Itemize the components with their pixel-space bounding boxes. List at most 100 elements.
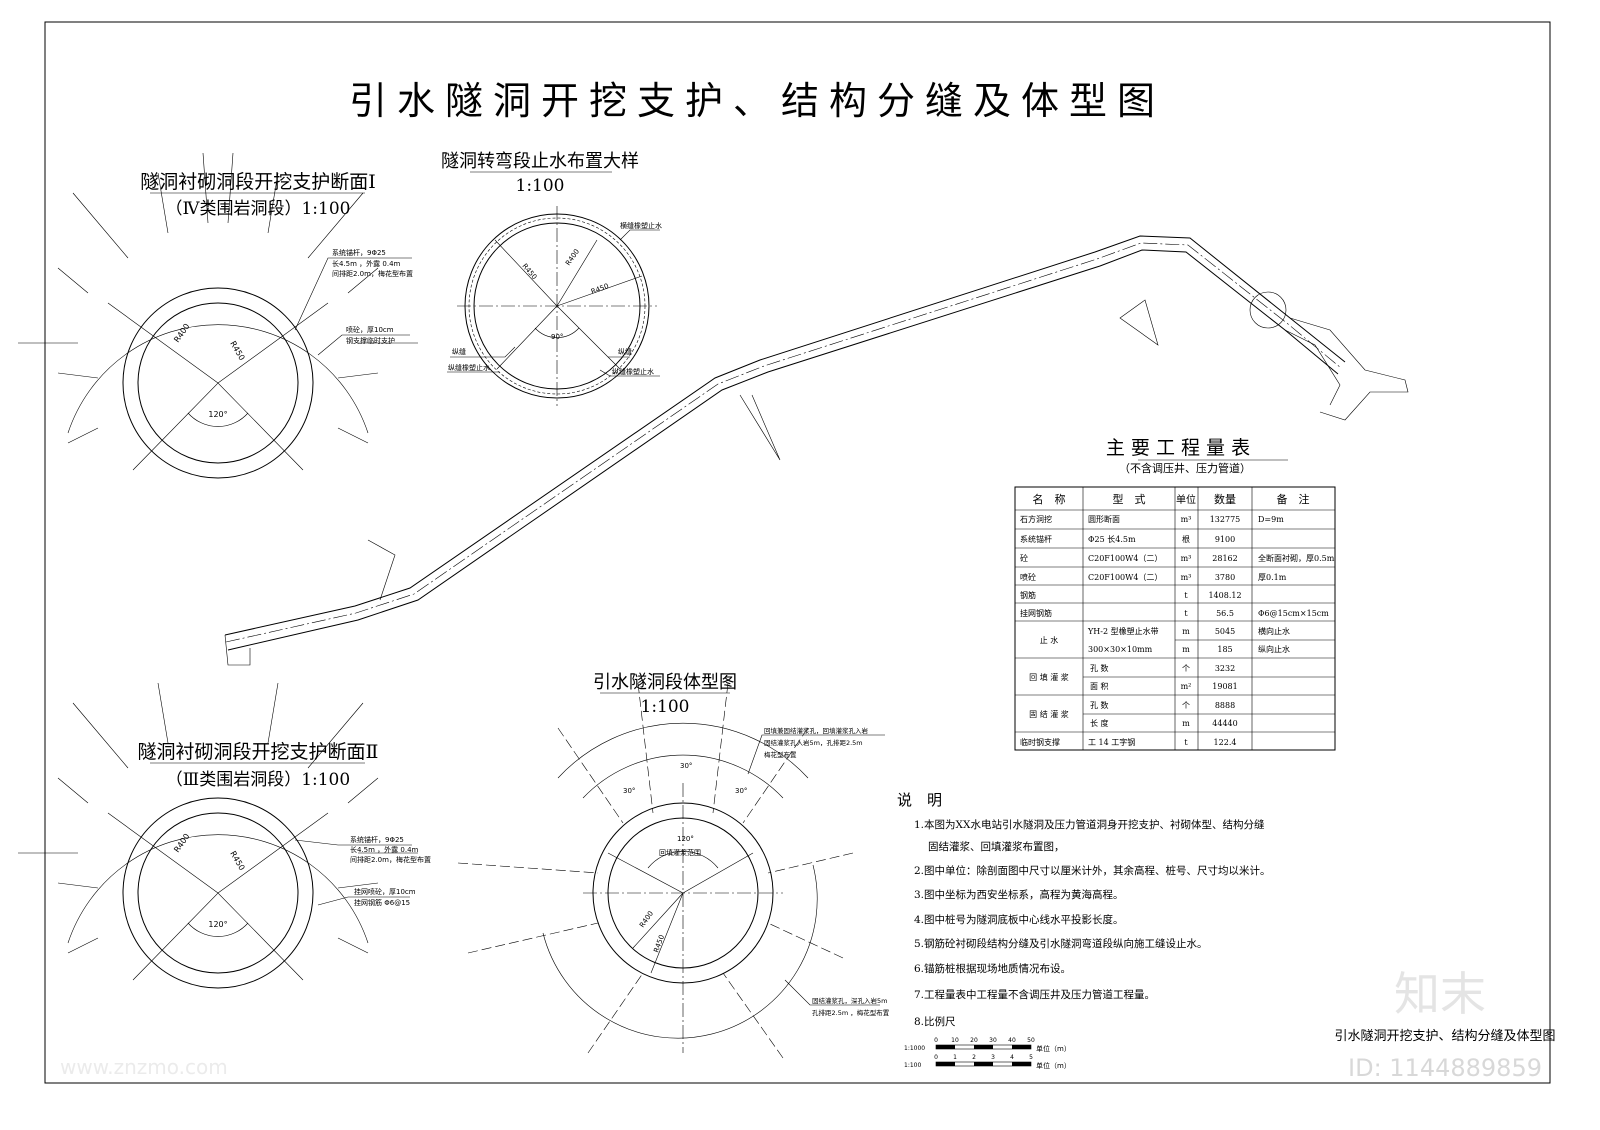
svg-text:长4.5m ，外露 0.4m: 长4.5m ，外露 0.4m	[332, 259, 401, 268]
drawing-title: 引水隧洞开挖支护、结构分缝及体型图	[349, 79, 1165, 123]
svg-text:R400: R400	[172, 322, 191, 344]
table-cell: 3780	[1215, 573, 1235, 582]
detail-title: 隧洞转弯段止水布置大样	[441, 151, 639, 172]
svg-text:挂网喷砼，厚10cm: 挂网喷砼，厚10cm	[354, 887, 416, 896]
svg-text:10: 10	[951, 1037, 959, 1044]
table-cell: 石方洞挖	[1020, 514, 1052, 524]
body-scale: 1:100	[641, 697, 690, 717]
svg-text:1:1000: 1:1000	[904, 1045, 925, 1052]
section-1: 隧洞衬砌洞段开挖支护断面Ⅰ （Ⅳ类围岩洞段）1:100 120° R400 R4…	[18, 152, 418, 479]
table-cell: m²	[1181, 682, 1192, 691]
table-cell: t	[1184, 738, 1188, 747]
table-cell: C20F100W4（二）	[1088, 573, 1162, 582]
table-cell: 个	[1182, 664, 1190, 673]
table-cell: 122.4	[1214, 738, 1237, 747]
svg-text:120°: 120°	[677, 835, 694, 843]
svg-text:5.钢筋砼衬砌段结构分缝及引水隧洞弯道段纵向施工缝设止水。: 5.钢筋砼衬砌段结构分缝及引水隧洞弯道段纵向施工缝设止水。	[914, 937, 1208, 950]
table-cell: 根	[1182, 534, 1190, 544]
svg-text:3.图中坐标为西安坐标系，高程为黄海高程。: 3.图中坐标为西安坐标系，高程为黄海高程。	[914, 888, 1124, 901]
watermark-site: www.znzmo.com	[60, 1055, 228, 1079]
table-cell: 孔 数	[1090, 700, 1109, 710]
svg-text:R400: R400	[172, 832, 191, 854]
svg-text:单位（m）: 单位（m）	[1036, 1061, 1071, 1070]
table-cell: 止 水	[1040, 635, 1059, 645]
watermark-id: ID: 1144889859	[1348, 1054, 1542, 1082]
table-cell: 9100	[1215, 535, 1235, 544]
table-cell: 临时钢支撑	[1020, 737, 1060, 747]
svg-text:4.图中桩号为隧洞底板中心线水平投影长度。: 4.图中桩号为隧洞底板中心线水平投影长度。	[914, 913, 1124, 926]
svg-text:回填灌浆范围: 回填灌浆范围	[659, 848, 701, 857]
watermark: 知末 ID: 1144889859 www.znzmo.com	[60, 967, 1542, 1082]
waterstop-detail: 隧洞转弯段止水布置大样 1:100 90° R450 R400 R450 横缝橡…	[441, 151, 662, 406]
table-cell: 横向止水	[1258, 626, 1290, 636]
table-cell: t	[1184, 591, 1188, 600]
svg-text:1:100: 1:100	[904, 1062, 921, 1069]
table-cell: 回 填 灌 浆	[1029, 672, 1069, 682]
table-cell: 工 14 工字钢	[1088, 737, 1135, 747]
table-cell: 个	[1182, 701, 1190, 710]
svg-text:0: 0	[934, 1054, 938, 1061]
table-cell: m	[1182, 627, 1190, 636]
svg-text:孔排距2.5m ，梅花型布置: 孔排距2.5m ，梅花型布置	[812, 1008, 890, 1017]
svg-text:固结灌浆孔入岩5m，孔排距2.5m: 固结灌浆孔入岩5m，孔排距2.5m	[764, 738, 863, 747]
table-cell: 孔 数	[1090, 663, 1109, 673]
table-cell: 厚0.1m	[1258, 573, 1287, 582]
table-cell: m³	[1181, 573, 1192, 582]
quantity-table: 主 要 工 程 量 表 （不含调压井、压力管道） 名 称 型 式 单位 数量 备…	[1014, 437, 1336, 751]
table-cell: m³	[1181, 515, 1192, 524]
svg-text:30°: 30°	[680, 762, 692, 770]
svg-text:喷砼，厚10cm: 喷砼，厚10cm	[346, 325, 394, 334]
svg-text:纵缝: 纵缝	[618, 347, 632, 356]
svg-text:40: 40	[1008, 1037, 1016, 1044]
table-cell: 132775	[1210, 515, 1241, 524]
table-cell: 300×30×10mm	[1088, 645, 1153, 654]
section-1-subtitle: （Ⅳ类围岩洞段）1:100	[166, 199, 351, 219]
table-cell: YH-2 型橡塑止水带	[1087, 626, 1159, 636]
svg-text:固结灌浆孔，深孔入岩5m: 固结灌浆孔，深孔入岩5m	[812, 996, 887, 1005]
table-header: 名 称	[1033, 492, 1066, 506]
table-cell: 喷砼	[1020, 572, 1036, 582]
table-title: 主 要 工 程 量 表	[1106, 437, 1250, 459]
svg-text:120°: 120°	[208, 920, 227, 929]
title-block: 引水隧洞开挖支护、结构分缝及体型图	[1334, 1028, 1555, 1044]
svg-text:2: 2	[972, 1054, 976, 1061]
svg-text:单位（m）: 单位（m）	[1036, 1044, 1071, 1053]
table-cell: D=9m	[1258, 515, 1284, 524]
notes-heading: 说 明	[897, 791, 942, 809]
section-2: 隧洞衬砌洞段开挖支护断面Ⅱ （Ⅲ类围岩洞段）1:100 120° R400 R4…	[18, 682, 431, 989]
table-subtitle: （不含调压井、压力管道）	[1119, 461, 1251, 475]
svg-text:R450: R450	[520, 262, 538, 281]
svg-text:120°: 120°	[208, 410, 227, 419]
watermark-logo: 知末	[1394, 967, 1486, 1021]
svg-text:30°: 30°	[623, 787, 635, 795]
svg-text:纵缝橡塑止水: 纵缝橡塑止水	[448, 363, 490, 372]
table-cell: 185	[1217, 645, 1232, 654]
svg-text:6.锚筋桩根据现场地质情况布设。: 6.锚筋桩根据现场地质情况布设。	[914, 962, 1071, 975]
table-cell: 长 度	[1090, 718, 1109, 728]
svg-text:间排距2.0m，梅花型布置: 间排距2.0m，梅花型布置	[350, 855, 431, 864]
body-title: 引水隧洞段体型图	[593, 672, 737, 693]
svg-text:90°: 90°	[551, 333, 563, 341]
table-cell: Φ25 长4.5m	[1088, 534, 1136, 544]
table-cell: 固 结 灌 浆	[1029, 709, 1069, 719]
svg-text:R400: R400	[564, 248, 581, 268]
table-cell: C20F100W4（二）	[1088, 554, 1162, 563]
svg-text:间排距2.0m，梅花型布置: 间排距2.0m，梅花型布置	[332, 269, 413, 278]
svg-text:1: 1	[953, 1054, 957, 1061]
table-cell: Φ6@15cm×15cm	[1258, 609, 1329, 618]
svg-text:30: 30	[989, 1037, 997, 1044]
notes: 说 明 1.本图为XX水电站引水隧洞及压力管道洞身开挖支护、衬砌体型、结构分缝 …	[897, 791, 1271, 1070]
table-cell: 28162	[1212, 554, 1237, 563]
tunnel-alignment-plan	[224, 235, 1409, 666]
svg-text:挂网钢筋 Φ6@15: 挂网钢筋 Φ6@15	[354, 898, 410, 907]
table-cell: 5045	[1215, 627, 1235, 636]
svg-text:纵缝: 纵缝	[452, 347, 466, 356]
table-cell: 56.5	[1216, 609, 1234, 618]
svg-text:R450: R450	[228, 850, 246, 873]
svg-text:8.比例尺: 8.比例尺	[914, 1015, 956, 1028]
svg-text:3: 3	[991, 1054, 995, 1061]
table-cell: 系统锚杆	[1020, 534, 1052, 544]
table-header: 型 式	[1113, 492, 1146, 506]
